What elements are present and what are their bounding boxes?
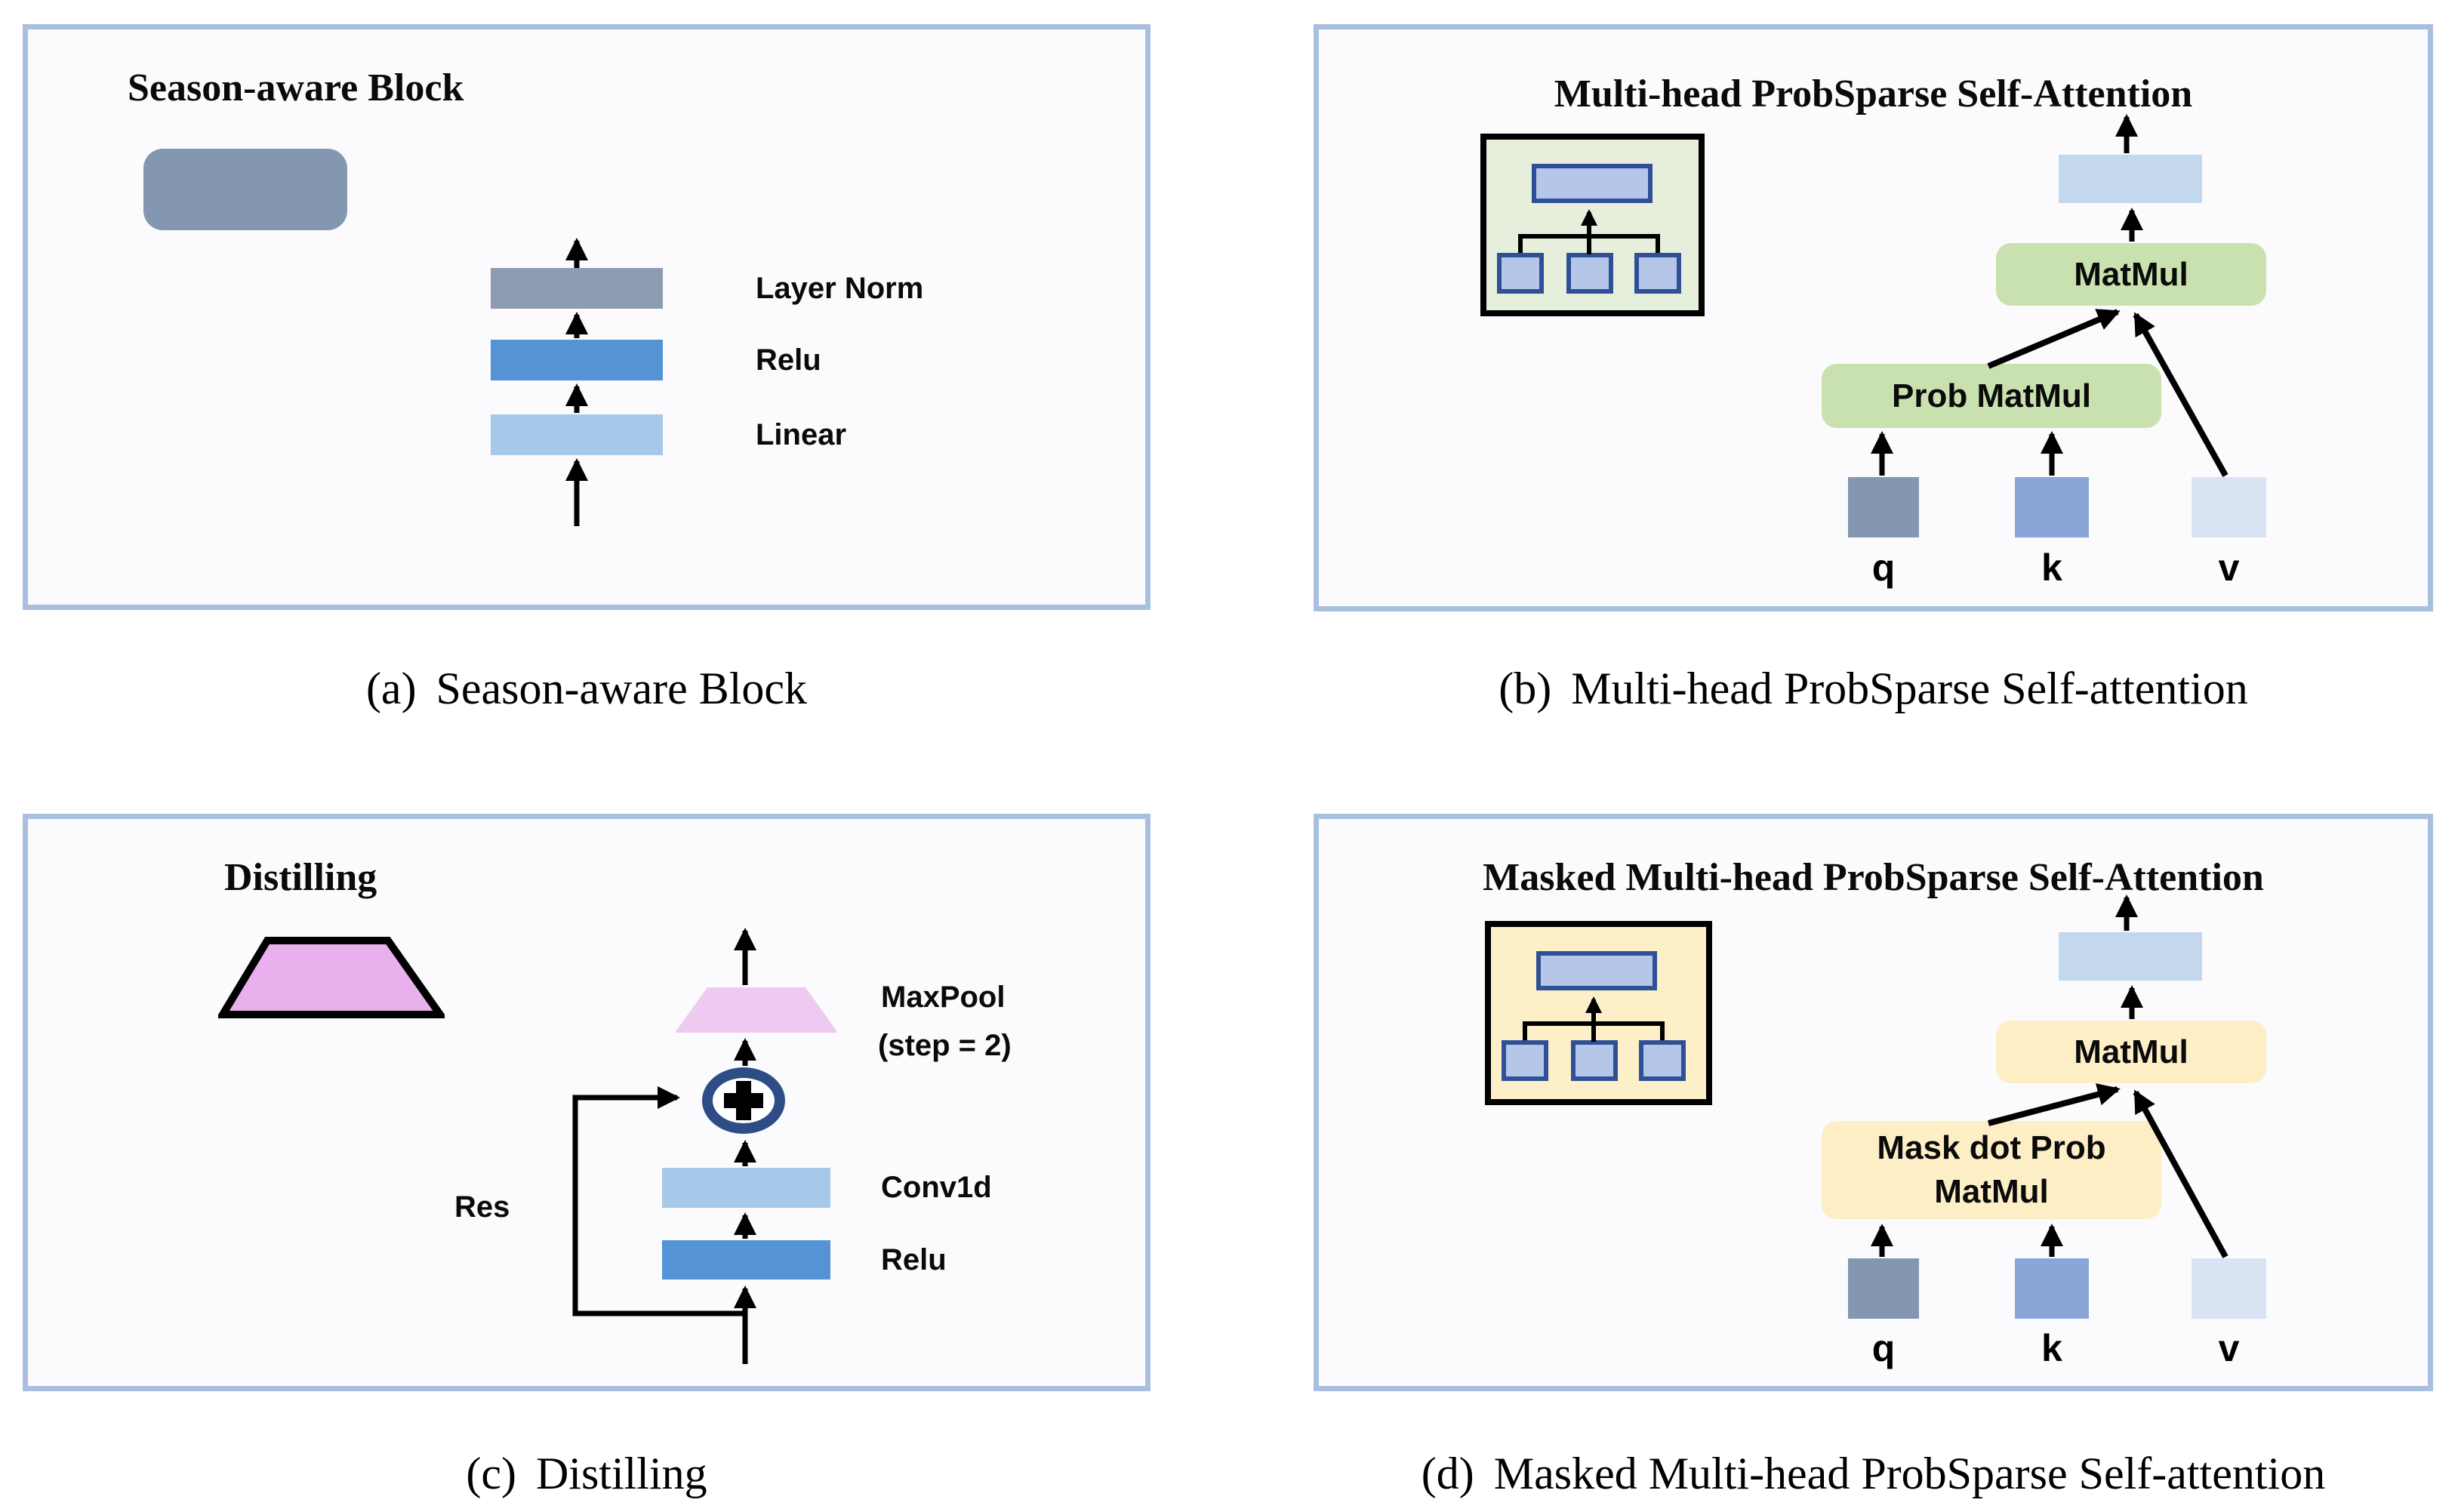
masked-k-box bbox=[2015, 1258, 2089, 1319]
linear-label: Linear bbox=[756, 417, 847, 451]
multihead-icon-square-1 bbox=[1497, 253, 1544, 294]
q-box bbox=[1848, 477, 1919, 537]
relu-box-c bbox=[662, 1240, 830, 1280]
relu-label: Relu bbox=[756, 343, 821, 377]
masked-q-box bbox=[1848, 1258, 1919, 1319]
masked-q-label: q bbox=[1871, 1327, 1896, 1369]
panel-d-title: Masked Multi-head ProbSparse Self-Attent… bbox=[1483, 856, 2264, 899]
caption-b: (b) Multi-head ProbSparse Self-attention bbox=[1314, 663, 2433, 715]
caption-a-prefix: (a) bbox=[365, 664, 417, 713]
caption-c-prefix: (c) bbox=[466, 1449, 516, 1498]
k-box bbox=[2015, 477, 2089, 537]
layer-norm-box bbox=[491, 268, 663, 309]
masked-multihead-icon-square-1 bbox=[1502, 1040, 1548, 1081]
caption-b-text: Multi-head ProbSparse Self-attention bbox=[1571, 664, 2248, 713]
res-label: Res bbox=[454, 1190, 510, 1224]
v-label: v bbox=[2218, 547, 2240, 589]
panel-a-arrows bbox=[565, 238, 588, 526]
mask-dot-prob-line1: Mask dot Prob bbox=[1877, 1129, 2106, 1166]
attention-output-box bbox=[2059, 155, 2202, 203]
caption-c-text: Distilling bbox=[535, 1449, 707, 1498]
relu-box bbox=[491, 340, 663, 380]
multihead-icon bbox=[1480, 134, 1705, 316]
mask-dot-prob-line2: MatMul bbox=[1934, 1173, 2049, 1210]
panel-a-title: Season-aware Block bbox=[128, 66, 464, 109]
panel-c-title: Distilling bbox=[224, 856, 377, 899]
masked-k-label: k bbox=[2041, 1327, 2062, 1369]
panel-distilling: Distilling MaxPool (step = 2) Conv1d Rel… bbox=[23, 814, 1150, 1391]
panel-season-aware-block: Season-aware Block Layer Norm Relu Linea… bbox=[23, 24, 1150, 610]
panel-multihead-probsparse: Multi-head ProbSparse Self-Attention Mat… bbox=[1314, 24, 2433, 611]
distilling-legend-trapezoid bbox=[218, 937, 445, 1018]
conv1d-label: Conv1d bbox=[881, 1171, 992, 1204]
caption-d-prefix: (d) bbox=[1421, 1449, 1474, 1498]
caption-d-text: Masked Multi-head ProbSparse Self-attent… bbox=[1493, 1449, 2326, 1498]
masked-multihead-icon bbox=[1485, 921, 1712, 1105]
masked-multihead-icon-square-3 bbox=[1639, 1040, 1686, 1081]
linear-box bbox=[491, 414, 663, 455]
caption-a-text: Season-aware Block bbox=[436, 664, 808, 713]
multihead-icon-head-rect bbox=[1532, 164, 1653, 203]
multihead-icon-square-2 bbox=[1566, 253, 1613, 294]
masked-v-label: v bbox=[2218, 1327, 2240, 1369]
relu-label-c: Relu bbox=[881, 1243, 947, 1276]
panel-masked-multihead-probsparse: Masked Multi-head ProbSparse Self-Attent… bbox=[1314, 814, 2433, 1391]
q-label: q bbox=[1871, 547, 1896, 589]
conv1d-box bbox=[662, 1168, 830, 1208]
plus-icon-vertical bbox=[736, 1081, 751, 1120]
caption-d: (d) Masked Multi-head ProbSparse Self-att… bbox=[1314, 1448, 2433, 1500]
caption-b-prefix: (b) bbox=[1499, 664, 1552, 713]
maxpool-trapezoid bbox=[675, 987, 838, 1033]
season-block-legend-shape bbox=[143, 149, 347, 230]
maxpool-label: MaxPool bbox=[881, 981, 1006, 1014]
panel-b-title: Multi-head ProbSparse Self-Attention bbox=[1554, 72, 2193, 115]
masked-multihead-icon-head-rect bbox=[1536, 951, 1657, 990]
prob-matmul-box: Prob MatMul bbox=[1822, 364, 2161, 428]
panel-c-arrows bbox=[572, 928, 756, 1364]
masked-attention-output-box bbox=[2059, 932, 2202, 981]
multihead-icon-square-3 bbox=[1634, 253, 1681, 294]
masked-v-box bbox=[2192, 1258, 2266, 1319]
mask-dot-prob-matmul-box: Mask dot Prob MatMul bbox=[1822, 1121, 2161, 1219]
k-label: k bbox=[2041, 547, 2062, 589]
masked-matmul-box: MatMul bbox=[1996, 1021, 2266, 1083]
caption-c: (c) Distilling bbox=[23, 1448, 1150, 1500]
masked-multihead-icon-square-2 bbox=[1571, 1040, 1618, 1081]
residual-add-circle bbox=[702, 1067, 785, 1134]
caption-a: (a) Season-aware Block bbox=[23, 663, 1150, 715]
layer-norm-label: Layer Norm bbox=[756, 271, 924, 305]
v-box bbox=[2192, 477, 2266, 537]
maxpool-step-label: (step = 2) bbox=[878, 1029, 1012, 1062]
matmul-box: MatMul bbox=[1996, 243, 2266, 306]
